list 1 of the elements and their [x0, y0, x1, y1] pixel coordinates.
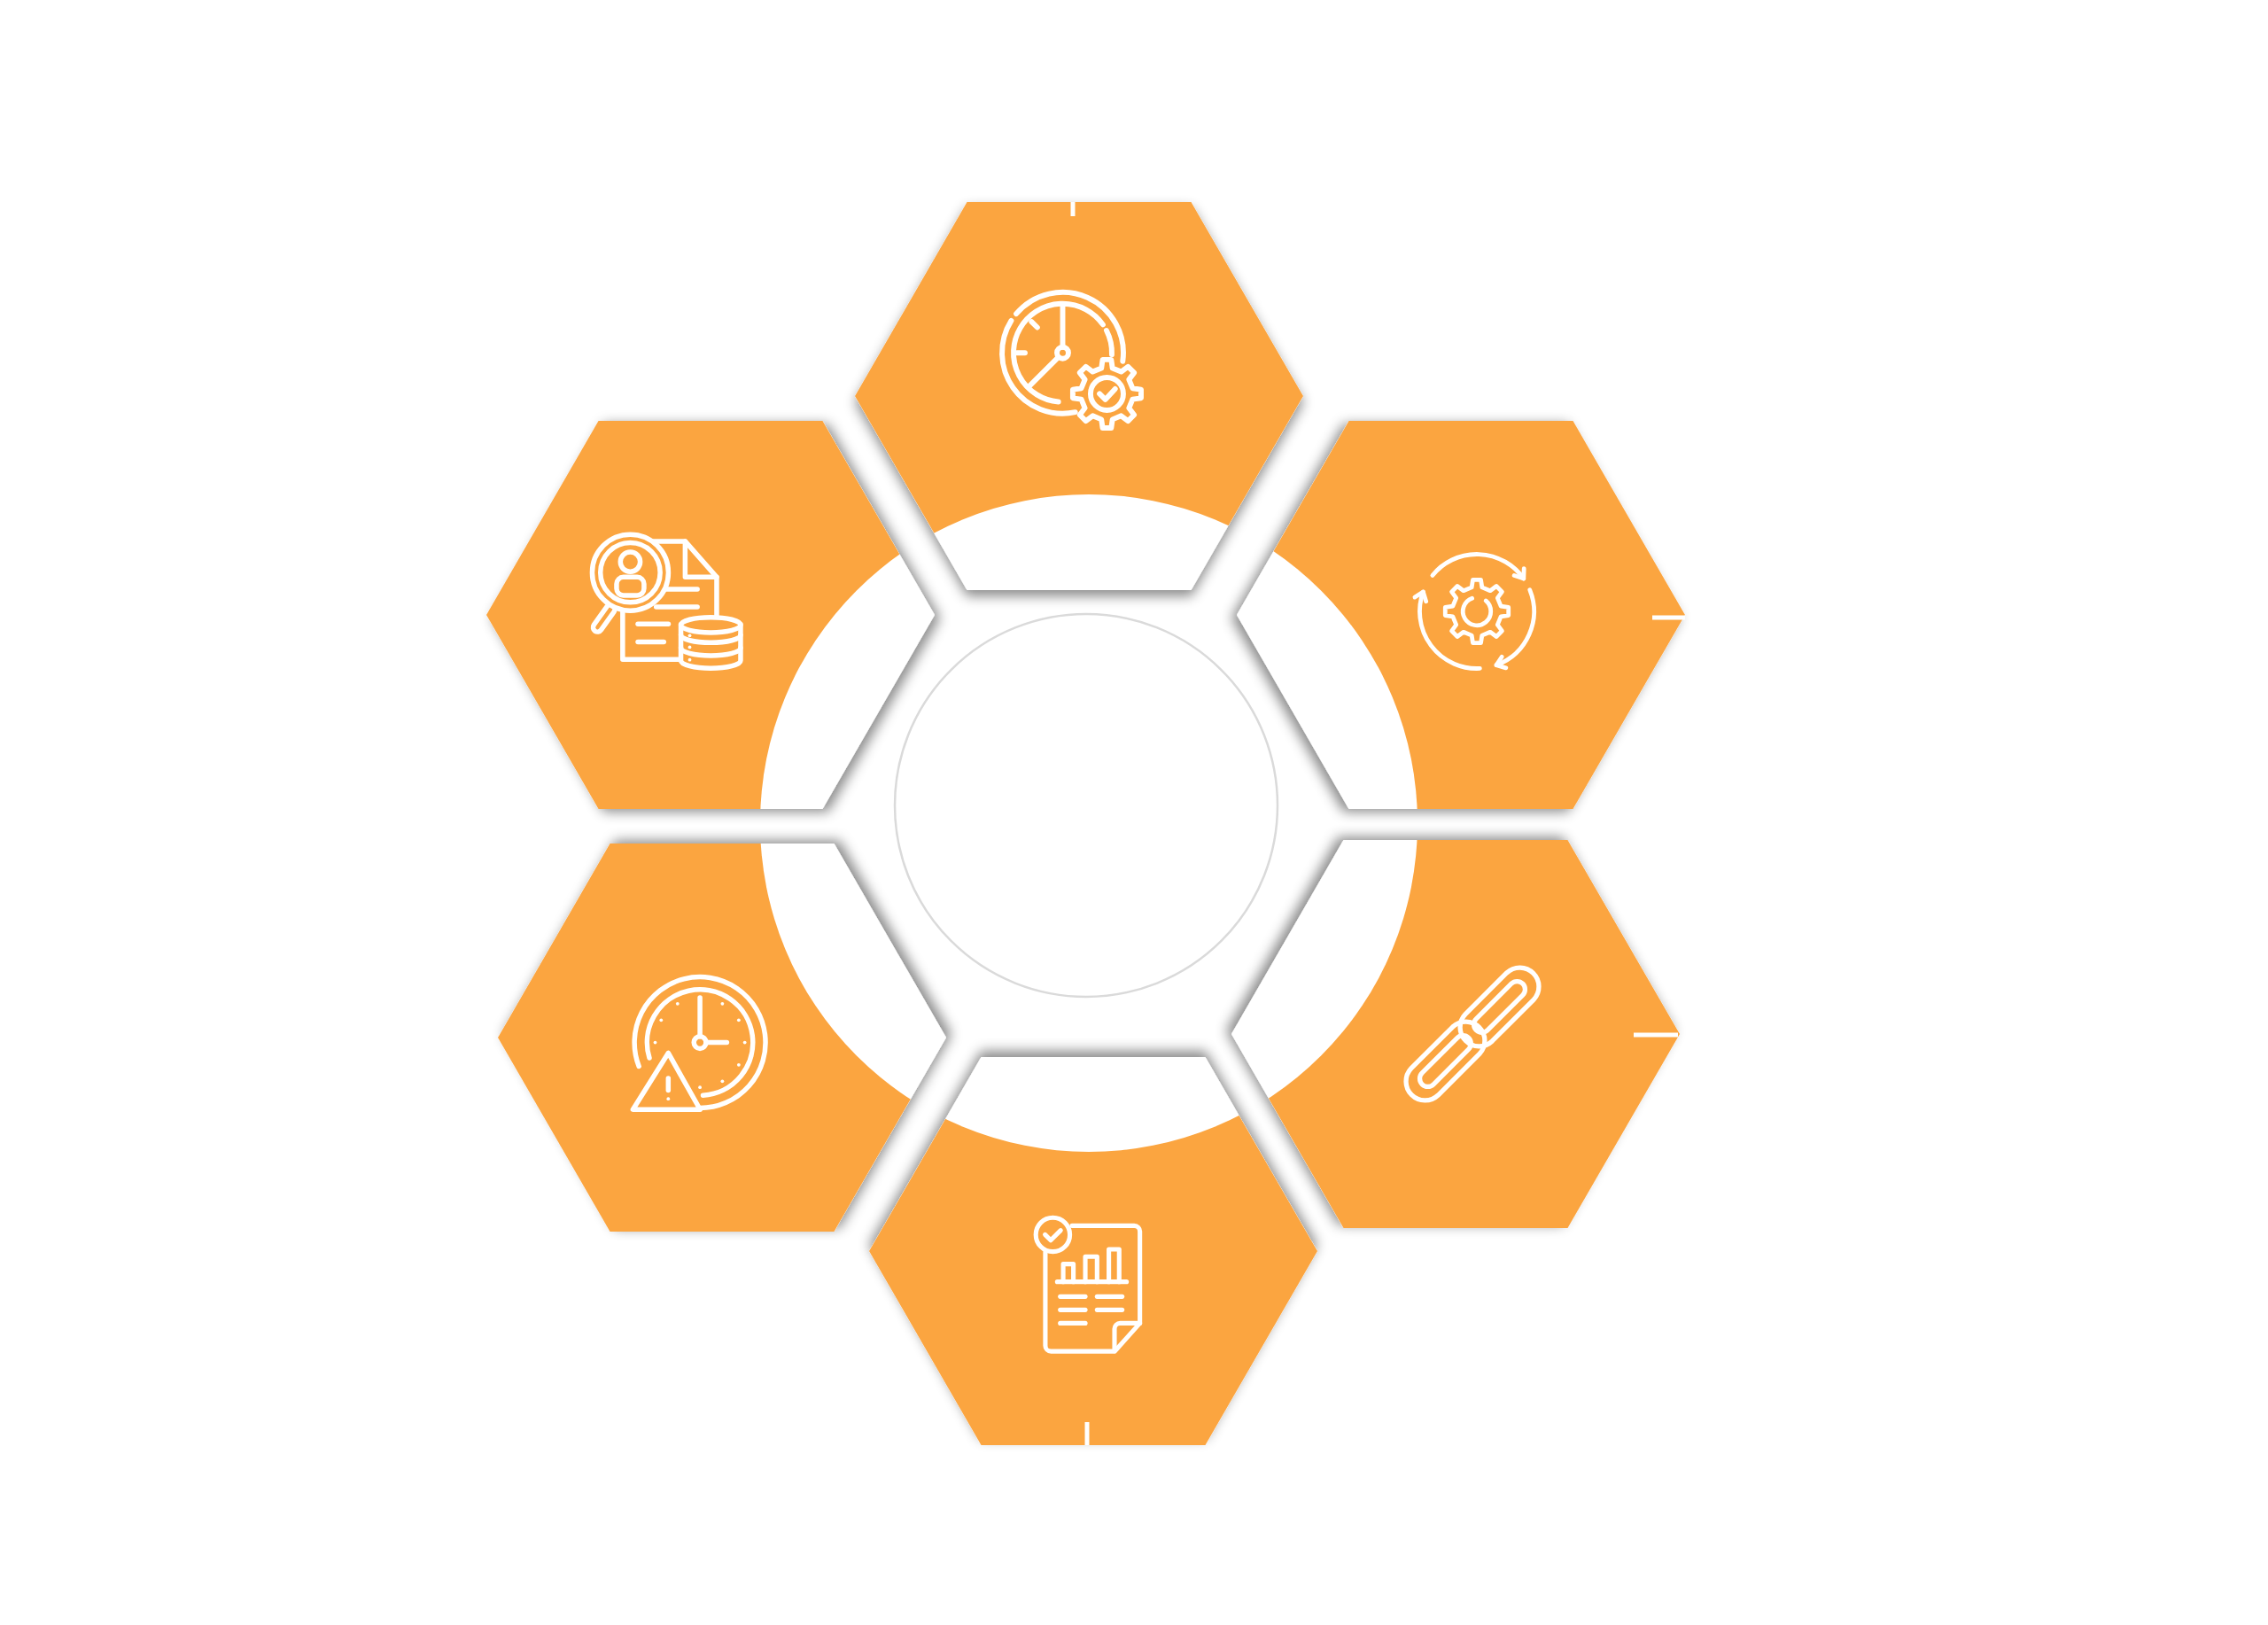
center-circle: [892, 611, 1280, 999]
